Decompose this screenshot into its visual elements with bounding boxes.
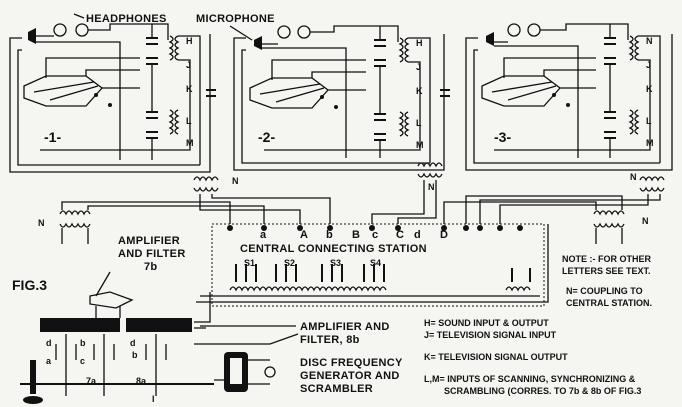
amp7-line2: AND FILTER [118,248,186,260]
coil-l-3: L [646,116,652,126]
terminal-d: d [414,229,421,241]
fig-label: FIG.3 [12,277,47,293]
station-2: -2- H J K L M [233,25,450,171]
disc-line2: GENERATOR AND [300,370,400,382]
coil-n-left: N [38,218,45,228]
shaft-a-1: a [46,356,52,366]
coil-n-2: N [428,182,435,192]
shaft-b-1: b [80,338,86,348]
shaft-c-1: c [80,356,85,366]
legend-j: J= TELEVISION SIGNAL INPUT [424,330,557,340]
n-coupling-line1: N= COUPLING TO [566,286,643,296]
shaft-d-2: d [130,338,136,348]
amplifier-filter-8b-bars [40,292,211,332]
terminal-C: C [396,229,404,241]
note-line2: LETTERS SEE TEXT. [562,266,651,276]
terminal-D: D [440,229,448,241]
coil-k-1: K [186,84,193,94]
switch-s2: S2 [284,258,295,268]
amp7-line1: AMPLIFIER [118,235,180,247]
headphones-icon [28,28,36,44]
station-1-label: -1- [44,129,61,145]
terminal-A: A [300,229,308,241]
station-1: -1- H J K L M [9,23,216,173]
note-line1: NOTE :- FOR OTHER [562,254,651,264]
terminal-B: B [352,229,360,241]
switch-s4: S4 [370,258,381,268]
switches [229,264,531,292]
headphones-icon-3 [486,32,494,46]
shaft-7a: 7a [86,376,97,386]
coil-l-2: L [416,118,422,128]
coil-k-3: K [646,84,653,94]
switch-s3: S3 [330,258,341,268]
disc-line1: DISC FREQUENCY [300,357,403,369]
coupling-transformers: N N N N N [38,162,665,244]
station-2-label: -2- [258,129,275,145]
amp7-line3: 7b [144,261,157,273]
disc-generator-icon [214,352,276,392]
terminal-a: a [260,229,267,241]
headphones-label: HEADPHONES [86,13,167,25]
coil-m-3: M [646,138,654,148]
coil-n-3: N [646,36,653,46]
legend-h: H= SOUND INPUT & OUTPUT [424,318,549,328]
station-3-label: -3- [494,129,511,145]
coil-h-2: H [416,38,423,48]
coil-n-1: N [232,176,239,186]
n-coupling-line2: CENTRAL STATION. [566,298,652,308]
microphone-icon [254,36,262,50]
disc-shafts: d b a c d b 7a 8a I [20,334,214,404]
shaft-d-1: d [46,338,52,348]
amp8-line2: FILTER, 8b [300,334,360,346]
coil-j-2: J [416,62,421,72]
coil-n-3b: N [630,172,637,182]
central-connecting-station: a A b B c C d D CENTRAL CONNECTING STATI… [196,223,549,307]
coil-h-1: H [186,36,193,46]
legend-lm-line1: L,M= INPUTS OF SCANNING, SYNCHRONIZING & [424,374,636,384]
coil-k-2: K [416,86,423,96]
shaft-I: I [152,394,155,404]
disc-line3: SCRAMBLER [300,383,373,395]
legend-lm-line2: SCRAMBLING (CORRES. TO 7b & 8b OF FIG.3 [444,386,641,396]
microphone-label: MICROPHONE [196,13,275,25]
shaft-b-2: b [132,350,138,360]
amp8-line1: AMPLIFIER AND [300,321,390,333]
terminal-c: c [372,229,378,241]
station-3: -3- N J K L M [465,23,673,171]
shaft-8a: 8a [136,376,147,386]
terminal-b: b [326,229,333,241]
coil-m-2: M [416,140,424,150]
switch-s1: S1 [244,258,255,268]
coil-m-1: M [186,138,194,148]
coil-j-1: J [186,60,191,70]
coil-j-3: J [646,60,651,70]
central-station-label: CENTRAL CONNECTING STATION [240,243,427,255]
coil-l-1: L [186,116,192,126]
legend-k: K= TELEVISION SIGNAL OUTPUT [424,352,568,362]
coil-n-right: N [642,216,649,226]
